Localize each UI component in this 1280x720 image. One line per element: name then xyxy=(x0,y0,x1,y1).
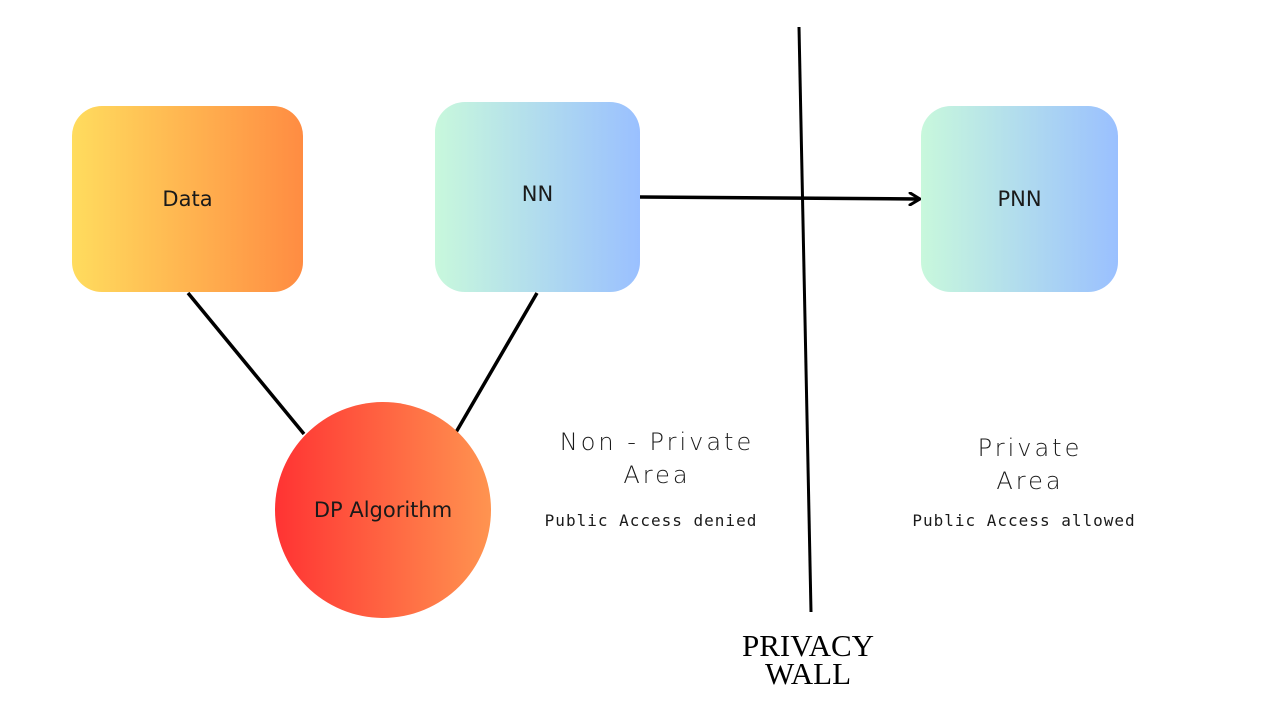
privacy-wall-label-line2: WALL xyxy=(764,656,852,691)
private-area-subtitle: Public Access allowed xyxy=(912,511,1136,530)
non-private-area-subtitle: Public Access denied xyxy=(544,511,758,530)
nn-node-label: NN xyxy=(521,182,554,206)
nn-node: NN xyxy=(435,102,640,292)
nn-to-pnn-arrow xyxy=(639,197,919,199)
private-area-title-line2: Area xyxy=(996,467,1064,495)
data-node: Data xyxy=(72,106,303,292)
non-private-area-title-line1: Non - Private xyxy=(559,428,755,456)
nn-to-dp-connector xyxy=(453,292,539,435)
data-node-label: Data xyxy=(162,187,213,211)
dp-algorithm-node: DP Algorithm xyxy=(275,402,491,618)
privacy-wall-label-line1: PRIVACY xyxy=(741,628,875,663)
privacy-wall-label: PRIVACY WALL xyxy=(720,628,896,691)
private-area-title-line1: Private xyxy=(977,434,1083,462)
non-private-area-title: Non - Private Area xyxy=(526,426,788,492)
dp-algorithm-label: DP Algorithm xyxy=(313,498,453,522)
pnn-node: PNN xyxy=(921,106,1118,292)
data-to-dp-connector xyxy=(186,291,306,436)
pnn-node-label: PNN xyxy=(997,187,1042,211)
private-area-title: Private Area xyxy=(930,432,1130,498)
privacy-wall-line xyxy=(797,26,813,613)
non-private-area-title-line2: Area xyxy=(623,461,691,489)
